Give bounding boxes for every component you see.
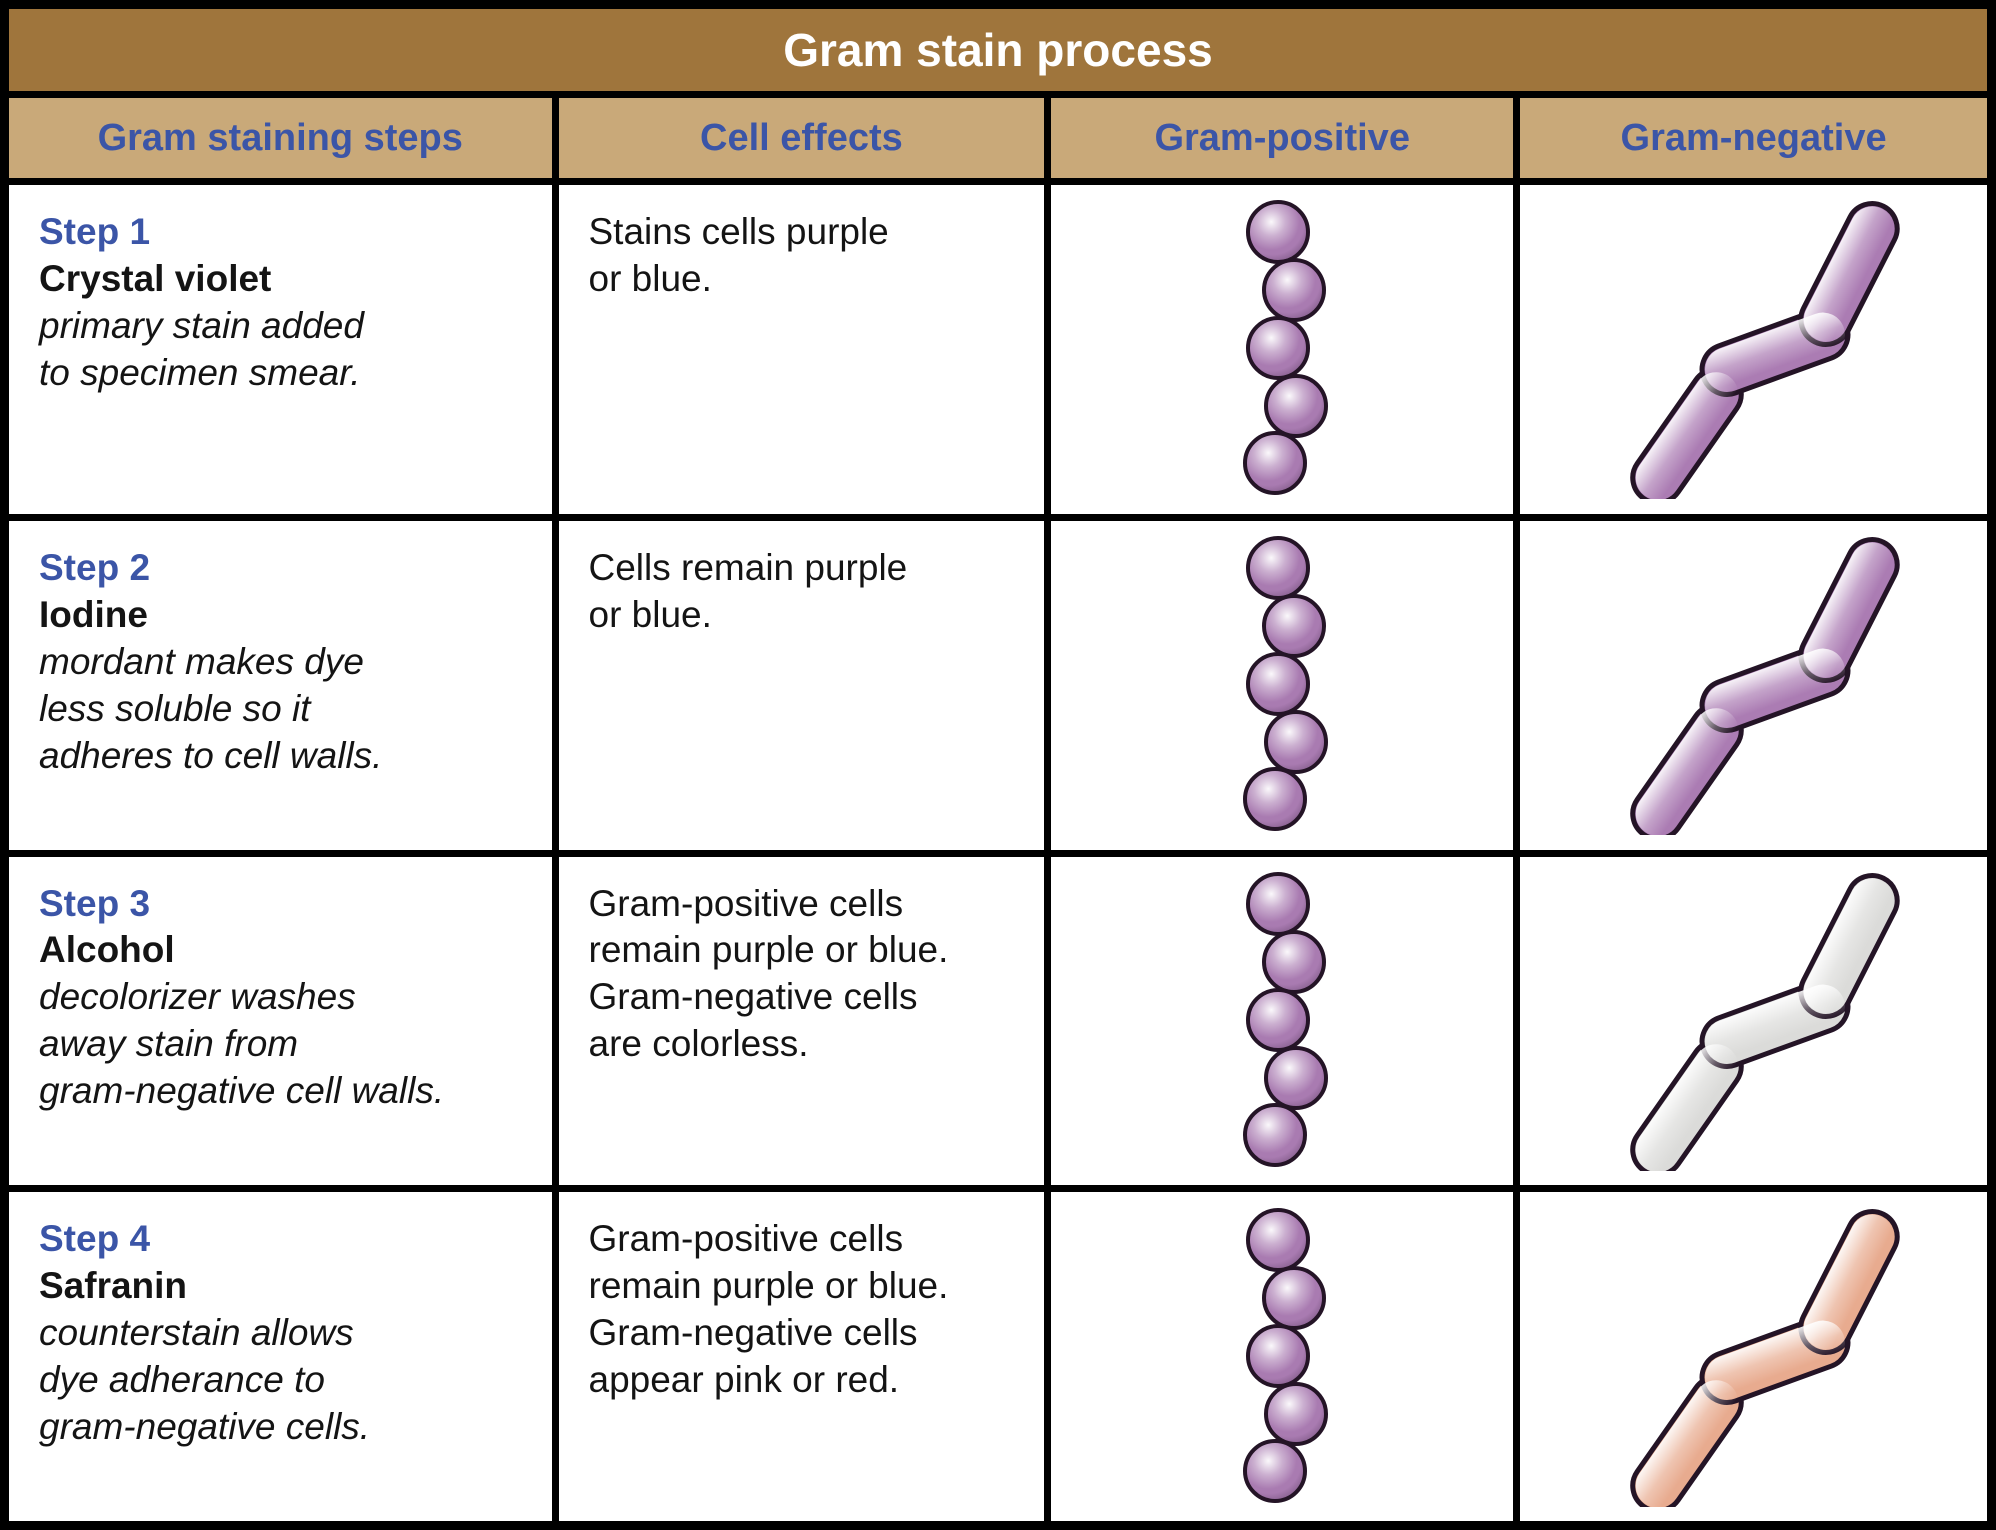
gram-positive-cocci-illustration	[1243, 536, 1329, 832]
gram-negative-cell-row-3	[1520, 856, 1987, 1186]
gram-positive-cell-row-1	[1051, 185, 1514, 514]
step-cell-row-2: Step 2 Iodine mordant makes dye less sol…	[9, 520, 552, 850]
gram-positive-cell-row-2	[1051, 520, 1514, 850]
gram-negative-cell-row-4	[1520, 1192, 1987, 1521]
column-header-label: Cell effects	[700, 116, 903, 159]
column-header-cell-effects: Cell effects	[558, 98, 1045, 178]
cell-effects-row-4: Gram-positive cells remain purple or blu…	[558, 1192, 1045, 1521]
column-header-label: Gram-negative	[1620, 116, 1887, 159]
cell-effects-text: Stains cells purple or blue.	[588, 211, 889, 299]
gram-positive-cell-row-4	[1051, 1192, 1514, 1521]
gram-negative-bacilli-illustration	[1629, 1208, 1900, 1507]
step-description: decolorizer washes away stain from gram-…	[39, 976, 445, 1112]
step-cell-row-1: Step 1 Crystal violet primary stain adde…	[9, 185, 552, 514]
cell-effects-row-3: Gram-positive cells remain purple or blu…	[558, 856, 1045, 1186]
page-title: Gram stain process	[783, 24, 1213, 76]
table-title-bar: Gram stain process	[9, 9, 1987, 91]
cell-effects-row-2: Cells remain purple or blue.	[558, 520, 1045, 850]
cell-effects-row-1: Stains cells purple or blue.	[558, 185, 1045, 514]
column-header-label: Gram-positive	[1154, 116, 1410, 159]
reagent-name: Iodine	[39, 593, 148, 635]
gram-positive-cocci-illustration	[1243, 1207, 1329, 1503]
step-description: counterstain allows dye adherance to gra…	[39, 1312, 371, 1448]
step-number: Step 1	[39, 211, 151, 252]
gram-positive-cell-row-3	[1051, 856, 1514, 1186]
cell-effects-text: Gram-positive cells remain purple or blu…	[588, 1218, 949, 1401]
gram-positive-cocci-illustration	[1243, 200, 1329, 496]
step-description: primary stain added to specimen smear.	[39, 304, 364, 393]
gram-negative-bacilli-illustration	[1629, 537, 1900, 836]
gram-negative-cell-row-2	[1520, 520, 1987, 850]
reagent-name: Safranin	[39, 1265, 188, 1307]
step-number: Step 4	[39, 1218, 151, 1260]
column-header-gram-positive: Gram-positive	[1051, 98, 1514, 178]
reagent-name: Alcohol	[39, 929, 175, 971]
column-header-label: Gram staining steps	[97, 116, 463, 159]
gram-negative-bacilli-illustration	[1629, 201, 1900, 500]
column-header-gram-negative: Gram-negative	[1520, 98, 1987, 178]
gram-negative-bacilli-illustration	[1629, 872, 1900, 1171]
cell-effects-text: Cells remain purple or blue.	[588, 546, 908, 635]
step-number: Step 2	[39, 546, 151, 588]
gram-negative-cell-row-1	[1520, 185, 1987, 514]
step-description: mordant makes dye less soluble so it adh…	[39, 640, 383, 776]
reagent-name: Crystal violet	[39, 257, 272, 299]
gram-positive-cocci-illustration	[1243, 871, 1329, 1167]
column-header-gram-staining-steps: Gram staining steps	[9, 98, 552, 178]
step-number: Step 3	[39, 882, 151, 924]
cell-effects-text: Gram-positive cells remain purple or blu…	[588, 882, 949, 1065]
step-cell-row-4: Step 4 Safranin counterstain allows dye …	[9, 1192, 552, 1521]
step-cell-row-3: Step 3 Alcohol decolorizer washes away s…	[9, 856, 552, 1186]
